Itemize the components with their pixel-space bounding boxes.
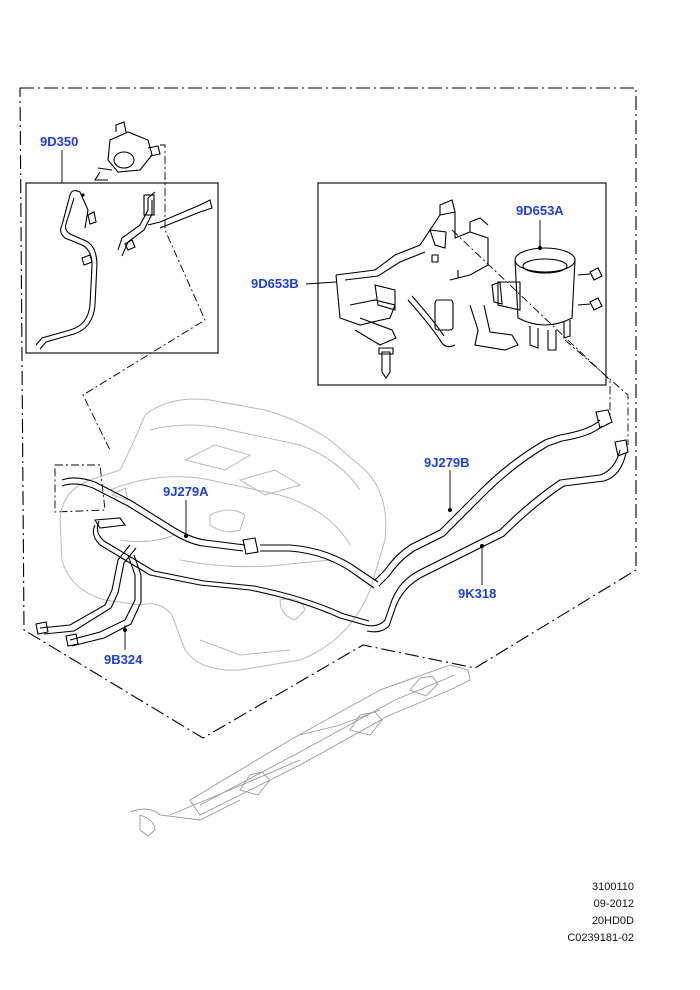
reference-model: 20HD0D	[591, 915, 634, 927]
evap-canister	[491, 240, 603, 351]
vapour-pipe-front	[61, 477, 379, 626]
label-9d350: 9D350	[40, 134, 79, 149]
label-9k318: 9K318	[458, 586, 497, 601]
chassis-rail-assembly	[129, 664, 471, 837]
reference-date: 09-2012	[593, 898, 634, 910]
fuel-tank	[59, 398, 387, 671]
reference-block: 3100110 09-2012 20HD0D C0239181-02	[514, 879, 634, 947]
reference-code: 3100110	[591, 881, 634, 893]
connector-line	[451, 229, 611, 415]
connector-line	[82, 144, 206, 451]
detail-box-9d350	[25, 182, 219, 354]
reference-illustration: C0239181-02	[567, 932, 634, 944]
connector-line	[54, 464, 106, 513]
assembly-boundary-line	[19, 87, 637, 739]
connector-line	[564, 339, 629, 445]
label-9b324: 9B324	[104, 652, 143, 667]
canister-bracket	[335, 199, 519, 379]
label-9j279b: 9J279B	[424, 455, 470, 470]
leader-9d653b	[305, 281, 337, 285]
filler-vent-pipe	[364, 439, 629, 633]
label-9j279a: 9J279A	[163, 484, 209, 499]
detail-box-9d653	[317, 182, 607, 386]
purge-valve	[94, 121, 161, 181]
fuel-pipe	[35, 544, 142, 647]
label-9d653b: 9D653B	[251, 276, 299, 291]
vapour-pipe-rear	[374, 409, 613, 587]
label-9d653a: 9D653A	[516, 203, 564, 218]
vapour-valve-pipe	[35, 189, 213, 350]
